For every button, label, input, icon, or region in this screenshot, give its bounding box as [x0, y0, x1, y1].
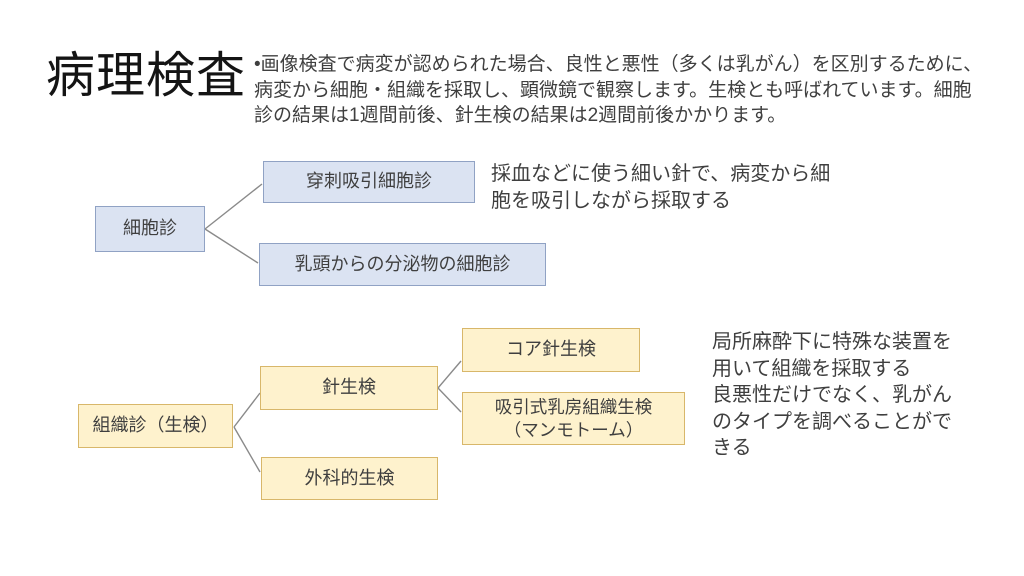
connector-needle-vacuum — [437, 387, 462, 413]
connector-cytology-nipple — [204, 228, 259, 264]
connector-cytology-fna — [204, 183, 263, 230]
fna-cytology-box: 穿刺吸引細胞診 — [263, 161, 475, 203]
nipple-discharge-cytology-box: 乳頭からの分泌物の細胞診 — [259, 243, 546, 286]
tissue-biopsy-box: 組織診（生検） — [78, 404, 233, 448]
page-title: 病理検査 — [46, 49, 247, 103]
vacuum-assisted-biopsy-box: 吸引式乳房組織生検 （マンモトーム） — [462, 392, 685, 445]
needle-biopsy-box: 針生検 — [260, 366, 438, 410]
fna-annotation: 採血などに使う細い針で、病変から細 胞を吸引しながら採取する — [491, 163, 831, 212]
connector-needle-core — [437, 360, 462, 389]
cytology-box: 細胞診 — [95, 206, 205, 252]
connector-tissue-needle — [233, 392, 261, 428]
intro-paragraph: •画像検査で病変が認められた場合、良性と悪性（多くは乳がん）を区別するために、 … — [254, 54, 983, 126]
biopsy-annotation: 局所麻酔下に特殊な装置を 用いて組織を採取する 良悪性だけでなく、乳がん のタイ… — [712, 331, 952, 459]
surgical-biopsy-box: 外科的生検 — [261, 457, 438, 500]
core-needle-biopsy-box: コア針生検 — [462, 328, 640, 372]
connector-tissue-surgical — [233, 426, 261, 473]
